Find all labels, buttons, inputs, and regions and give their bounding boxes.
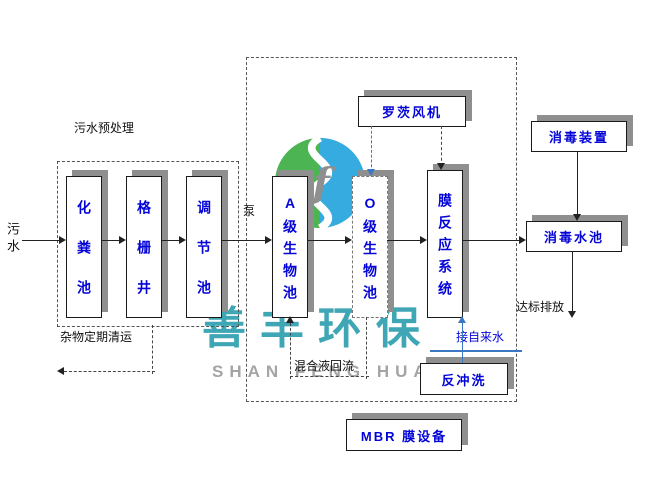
arrow-device-to-tank-head: [573, 214, 581, 221]
node-roots-blower: 罗茨风机: [358, 96, 466, 127]
biotreatment-group-box: [246, 57, 517, 402]
node-disinfection-device: 消毒装置: [531, 121, 627, 152]
arrow-backwash-to-membrane-head: [458, 316, 466, 323]
node-mbr-equipment-label: MBR 膜设备: [360, 428, 448, 444]
node-regulating-tank-label: 调节池: [196, 200, 212, 320]
node-regulating-tank: 调节池: [186, 176, 222, 320]
node-disinfection-device-label: 消毒装置: [548, 130, 609, 145]
node-grid-well-label: 格栅井: [136, 200, 152, 320]
arrow-a-to-o-head: [345, 236, 352, 244]
return-line-head: [286, 316, 294, 323]
node-septic-tank: 化粪池: [66, 176, 102, 320]
arrow-septic-to-grid-head: [119, 236, 126, 244]
arrow-blower-to-membrane-line: [441, 126, 442, 166]
arrow-pump-line: [221, 240, 265, 241]
arrow-blower-to-o-line: [371, 126, 372, 172]
return-line-up: [290, 323, 291, 379]
arrow-pump-head: [265, 236, 272, 244]
arrow-a-to-o-line: [307, 240, 345, 241]
node-disinfection-tank-label: 消毒水池: [543, 230, 604, 245]
node-a-bio-tank: A级生物池: [272, 176, 308, 318]
arrow-device-to-tank-line: [577, 151, 578, 214]
arrow-discharge-line: [572, 251, 573, 311]
arrow-membrane-to-tank-line: [462, 240, 519, 241]
pretreatment-label: 污水预处理: [74, 121, 135, 135]
pretreatment-group-box: [57, 161, 239, 327]
tap-water-label: 接自来水: [456, 330, 505, 344]
node-a-bio-tank-label: A级生物池: [282, 195, 298, 307]
arrow-o-to-membrane-line: [387, 240, 420, 241]
arrow-grid-to-regulating-line: [161, 240, 179, 241]
node-grid-well: 格栅井: [126, 176, 162, 320]
node-roots-blower-label: 罗茨风机: [381, 105, 442, 120]
node-disinfection-tank: 消毒水池: [526, 221, 622, 252]
return-line-across: [290, 376, 369, 377]
debris-removal-label: 杂物定期清运: [60, 330, 133, 344]
discharge-label: 达标排放: [516, 300, 565, 314]
arrow-membrane-to-tank-head: [519, 236, 526, 244]
arrow-o-to-membrane-head: [420, 236, 427, 244]
node-backwash-label: 反冲洗: [441, 372, 487, 388]
node-mbr-equipment: MBR 膜设备: [346, 419, 462, 451]
node-membrane-system-label: 膜反应系统: [437, 193, 453, 303]
arrow-grid-to-regulating-head: [179, 236, 186, 244]
arrow-inflow-line: [22, 240, 59, 241]
node-septic-tank-label: 化粪池: [76, 200, 92, 320]
arrow-blower-to-o-head: [367, 169, 375, 176]
debris-line-across: [64, 371, 155, 372]
arrow-septic-to-grid-line: [101, 240, 119, 241]
debris-line-down: [152, 325, 153, 374]
node-o-bio-tank: O级生物池: [352, 176, 388, 318]
arrow-discharge-head: [568, 311, 576, 318]
mixed-liquor-return-label: 混合液回流: [294, 359, 355, 373]
node-membrane-system: 膜反应系统: [427, 170, 463, 318]
node-o-bio-tank-label: O级生物池: [362, 195, 378, 307]
debris-line-head: [57, 367, 64, 375]
arrow-backwash-to-membrane-line: [462, 323, 463, 363]
pump-label: 泵: [243, 204, 256, 218]
inflow-label: 污水: [5, 222, 20, 256]
node-backwash: 反冲洗: [420, 363, 508, 395]
return-line-down: [366, 317, 367, 379]
tap-water-line: [430, 350, 522, 352]
arrow-blower-to-membrane-head: [437, 163, 445, 170]
arrow-inflow-head: [59, 236, 66, 244]
